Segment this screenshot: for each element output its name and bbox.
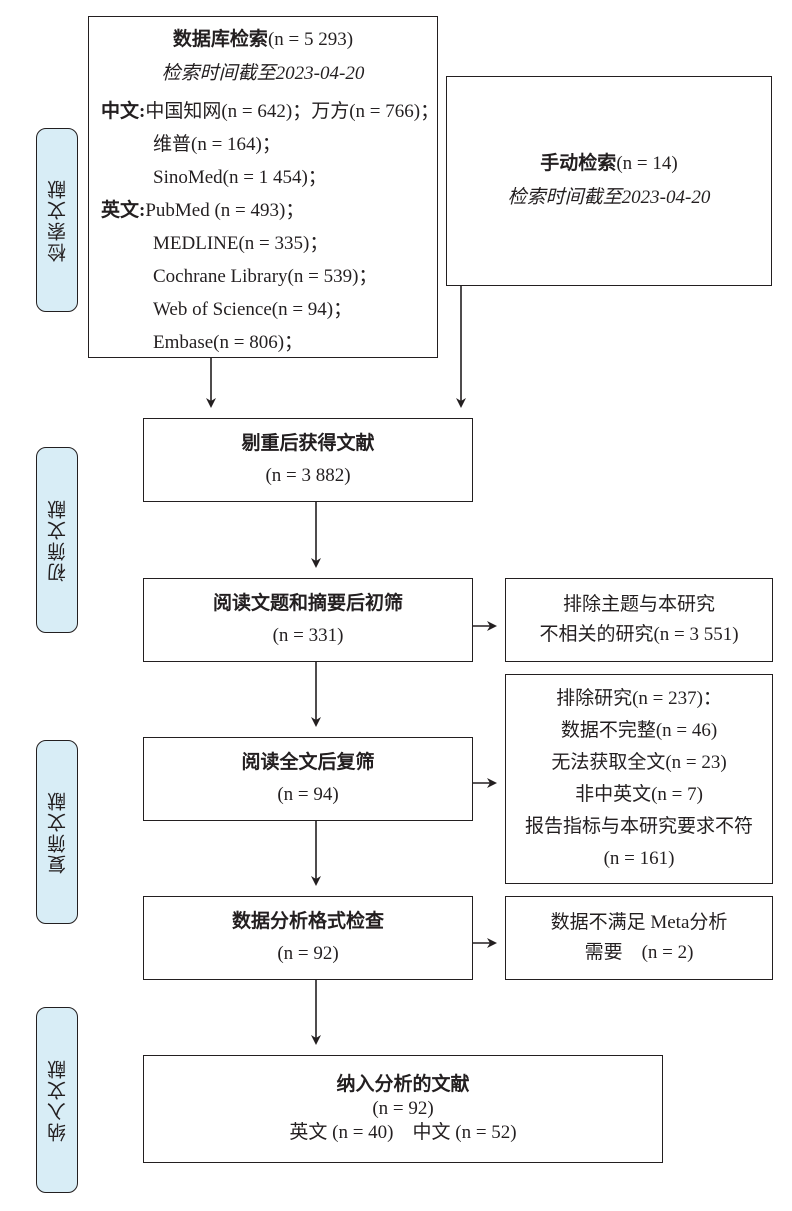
exclude-meta-box: 数据不满足 Meta分析 需要 (n = 2) — [505, 896, 773, 980]
exclude-full-line-1: 排除研究(n = 237)： — [556, 688, 722, 709]
exclude-full-line-2: 数据不完整(n = 46) — [560, 720, 718, 741]
format-check-title: 数据分析格式检查 — [231, 911, 384, 932]
full-text-screen-title: 阅读全文后复筛 — [241, 752, 375, 773]
initial-screen-count: (n = 331) — [272, 625, 344, 646]
chinese-label: 中文: — [101, 101, 146, 122]
included-count: (n = 92) — [372, 1098, 434, 1119]
dedup-title: 剔重后获得文献 — [241, 433, 375, 454]
exclude-meta-line-1: 数据不满足 Meta分析 — [550, 912, 728, 933]
stage-label-initial: 初筛文献 — [36, 447, 78, 633]
exclude-full-line-5: 报告指标与本研究要求不符 — [524, 816, 753, 837]
chinese-line-1: 中国知网(n = 642)；万方(n = 766)； — [145, 101, 440, 122]
initial-screen-box: 阅读文题和摘要后初筛 (n = 331) — [143, 578, 473, 662]
english-line-5: Embase(n = 806)； — [153, 332, 304, 353]
initial-screen-title: 阅读文题和摘要后初筛 — [212, 593, 403, 614]
exclude-meta-line-2: 需要 (n = 2) — [584, 942, 694, 963]
english-line-2: MEDLINE(n = 335)； — [153, 233, 329, 254]
database-search-count: (n = 5 293) — [267, 29, 354, 50]
english-label: 英文: — [101, 200, 146, 221]
english-line-1: PubMed (n = 493)； — [145, 200, 305, 221]
exclude-irrelevant-line-2: 不相关的研究(n = 3 551) — [539, 624, 739, 645]
database-search-date: 检索时间截至2023-04-20 — [161, 63, 365, 84]
manual-search-count: (n = 14) — [616, 153, 678, 174]
chinese-line-2: 维普(n = 164)； — [153, 134, 281, 155]
exclude-irrelevant-box: 排除主题与本研究 不相关的研究(n = 3 551) — [505, 578, 773, 662]
included-box: 纳入分析的文献 (n = 92) 英文 (n = 40) 中文 (n = 52) — [143, 1055, 663, 1163]
exclude-full-line-3: 无法获取全文(n = 23) — [551, 752, 727, 773]
format-check-box: 数据分析格式检查 (n = 92) — [143, 896, 473, 980]
stage-label-search: 检索文献 — [36, 128, 78, 312]
stage-label-included: 纳入文献 — [36, 1007, 78, 1193]
dedup-box: 剔重后获得文献 (n = 3 882) — [143, 418, 473, 502]
dedup-count: (n = 3 882) — [265, 465, 351, 486]
included-title: 纳入分析的文献 — [336, 1074, 470, 1095]
chinese-line-3: SinoMed(n = 1 454)； — [153, 167, 327, 188]
english-line-3: Cochrane Library(n = 539)； — [153, 266, 378, 287]
database-search-title: 数据库检索 — [172, 29, 268, 50]
full-text-screen-count: (n = 94) — [277, 784, 339, 805]
exclude-full-box: 排除研究(n = 237)： 数据不完整(n = 46) 无法获取全文(n = … — [505, 674, 773, 884]
stage-label-full: 复筛文献 — [36, 740, 78, 924]
included-breakdown: 英文 (n = 40) 中文 (n = 52) — [289, 1122, 517, 1143]
manual-search-date: 检索时间截至2023-04-20 — [507, 187, 711, 208]
exclude-irrelevant-line-1: 排除主题与本研究 — [562, 594, 715, 615]
full-text-screen-box: 阅读全文后复筛 (n = 94) — [143, 737, 473, 821]
manual-search-title: 手动检索 — [540, 153, 617, 174]
exclude-full-line-6: (n = 161) — [603, 848, 675, 869]
format-check-count: (n = 92) — [277, 943, 339, 964]
database-search-box: 数据库检索(n = 5 293) 检索时间截至2023-04-20 中文:中国知… — [88, 16, 440, 358]
exclude-full-line-4: 非中英文(n = 7) — [575, 784, 703, 805]
manual-search-box: 手动检索(n = 14) 检索时间截至2023-04-20 — [446, 76, 772, 286]
english-line-4: Web of Science(n = 94)； — [153, 299, 353, 320]
